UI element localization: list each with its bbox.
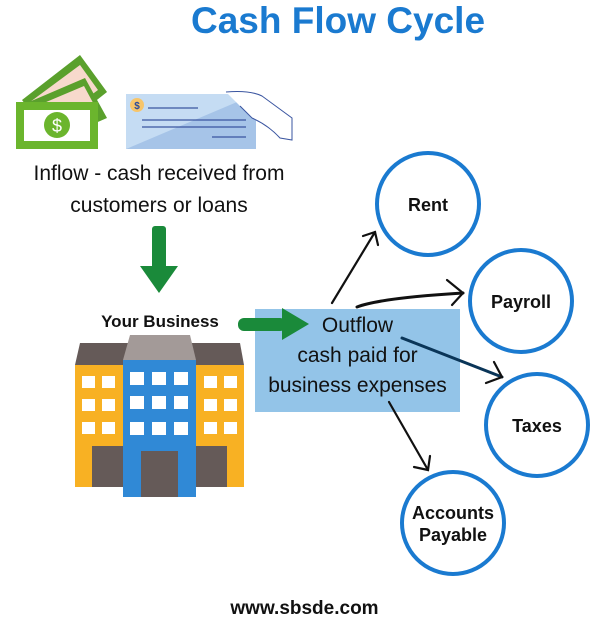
cash-bills-icon: $ [16,55,107,149]
outflow-title: Outflow [321,314,394,337]
svg-text:$: $ [134,101,140,112]
inflow-line2: customers or loans [70,194,248,217]
inflow-line1: Inflow - cash received from [33,162,285,185]
accounts-payable-circle [400,470,506,576]
arrow-to-rent [330,230,377,305]
taxes-circle [484,372,590,478]
business-label: Your Business [101,312,219,331]
down-arrow-icon [140,226,178,293]
arrow-to-taxes [400,336,504,379]
check-icon: $ [126,91,293,149]
taxes-label: Taxes [512,416,562,436]
outflow-line2: business expenses [268,374,447,397]
arrow-to-accounts-payable [387,400,430,472]
accounts-payable-line2: Payable [418,525,488,545]
accounts-payable-line1: Accounts [411,503,494,523]
footer-url: www.sbsde.com [230,598,379,619]
right-arrow-icon [238,308,309,340]
outflow-line1: cash paid for [297,344,418,367]
outflow-label: Outflow cash paid for business expenses [255,311,460,401]
svg-text:$: $ [52,116,62,136]
payroll-circle [468,248,574,354]
outflow-arrows [330,230,504,472]
arrow-to-payroll [355,291,465,309]
accounts-payable-label: Accounts Payable [401,502,505,546]
building-icon [75,335,244,497]
inflow-label: Inflow - cash received from customers or… [0,158,318,222]
rent-label: Rent [408,195,448,215]
page-title: Cash Flow Cycle [190,0,486,41]
payroll-label: Payroll [490,292,552,312]
rent-circle [375,151,481,257]
